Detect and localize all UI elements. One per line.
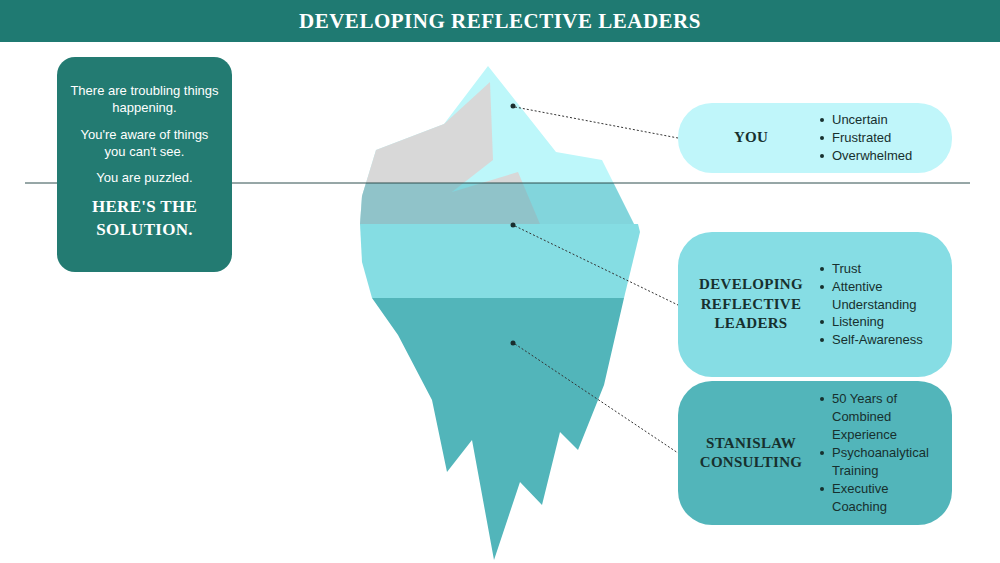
- intro-text: You are puzzled.: [96, 170, 192, 187]
- leader-dot: [511, 223, 516, 228]
- bullet-list: TrustAttentive UnderstandingListeningSel…: [810, 260, 942, 350]
- consultancy-box: STANISLAW CONSULTING50 Years of Combined…: [678, 381, 952, 525]
- water-tint: [360, 183, 634, 224]
- title-text: DEVELOPING REFLECTIVE LEADERS: [299, 9, 701, 34]
- iceberg-base: [372, 298, 624, 560]
- heading-column: STANISLAW CONSULTING: [692, 434, 810, 473]
- leader-dots: [511, 104, 516, 346]
- bullet-item: Trust: [818, 260, 942, 278]
- bullet-item: Listening: [818, 313, 942, 331]
- heading-column: DEVELOPING REFLECTIVE LEADERS: [692, 275, 810, 334]
- you-box: YOUUncertainFrustratedOverwhelmed: [678, 103, 952, 173]
- bullet-item: Uncertain: [818, 111, 942, 129]
- intro-text: There are troubling things happening.: [69, 83, 220, 117]
- bullet-item: Overwhelmed: [818, 147, 942, 165]
- leader-dot: [511, 104, 516, 109]
- iceberg-middle: [360, 224, 640, 298]
- title-bar: DEVELOPING REFLECTIVE LEADERS: [0, 0, 1000, 42]
- program-box: DEVELOPING REFLECTIVE LEADERSTrustAttent…: [678, 232, 952, 377]
- bullet-item: Self-Awareness: [818, 331, 942, 349]
- bullet-item: 50 Years of Combined Experience: [818, 390, 942, 444]
- box-heading: STANISLAW CONSULTING: [692, 434, 810, 473]
- bullet-item: Psychoanalytical Training: [818, 444, 942, 480]
- leader-line: [515, 107, 678, 138]
- bullet-item: Frustrated: [818, 129, 942, 147]
- leader-line: [515, 226, 678, 305]
- leader-dot: [511, 341, 516, 346]
- bullet-item: Executive Coaching: [818, 480, 942, 516]
- leader-line: [515, 344, 678, 453]
- heading-column: YOU: [692, 128, 810, 148]
- box-heading: DEVELOPING REFLECTIVE LEADERS: [692, 275, 810, 334]
- box-heading: YOU: [692, 128, 810, 148]
- intro-box: There are troubling things happening. You…: [57, 57, 232, 272]
- bullet-list: 50 Years of Combined ExperiencePsychoana…: [810, 390, 942, 516]
- intro-text: You're aware of things you can't see.: [69, 127, 220, 161]
- iceberg-tip: [360, 66, 634, 224]
- bullet-list: UncertainFrustratedOverwhelmed: [810, 111, 942, 165]
- solution-heading: HERE'S THE SOLUTION.: [69, 196, 220, 242]
- bullet-item: Attentive Understanding: [818, 278, 942, 314]
- leader-lines: [515, 107, 678, 453]
